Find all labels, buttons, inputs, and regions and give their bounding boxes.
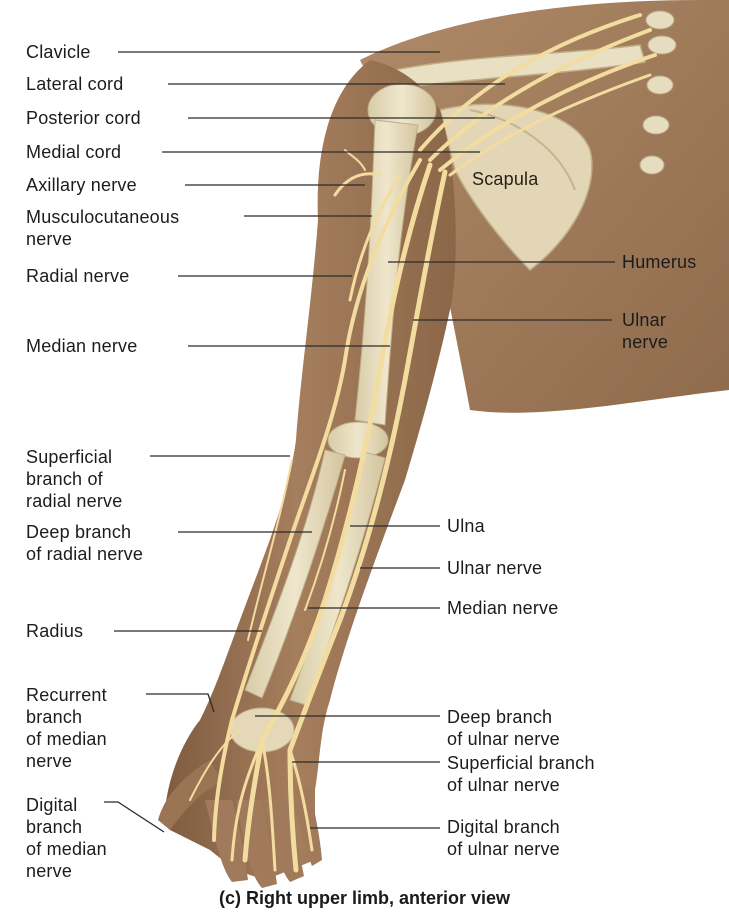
leader-digital-median xyxy=(104,801,165,833)
label-ulnar-nerve-lower: Ulnar nerve xyxy=(447,558,543,578)
label-ulna: Ulna xyxy=(447,516,485,536)
label-humerus: Humerus xyxy=(622,252,697,272)
label-deep-branch-radial: Deep branch of radial nerve xyxy=(26,522,144,564)
label-clavicle: Clavicle xyxy=(26,42,91,62)
label-posterior-cord: Posterior cord xyxy=(26,108,141,128)
forearm-bones xyxy=(229,449,386,753)
label-superficial-branch-ulnar: Superficial branch of ulnar nerve xyxy=(447,753,595,795)
nerves xyxy=(189,13,657,873)
arm-skin xyxy=(158,60,456,888)
label-superficial-branch-radial: Superficial branch of radial nerve xyxy=(26,447,123,511)
label-radial-nerve: Radial nerve xyxy=(26,266,130,286)
vertebrae xyxy=(639,10,677,175)
leader-lines xyxy=(104,51,615,833)
label-recurrent-branch-median: Recurrent branch of median nerve xyxy=(26,685,107,771)
label-lateral-cord: Lateral cord xyxy=(26,74,124,94)
leader-recurrent-median xyxy=(146,693,215,713)
label-median-nerve-upper: Median nerve xyxy=(26,336,138,356)
label-scapula: Scapula xyxy=(472,169,539,189)
label-axillary-nerve: Axillary nerve xyxy=(26,175,137,195)
figure-caption: (c) Right upper limb, anterior view xyxy=(218,888,511,908)
label-median-nerve-lower: Median nerve xyxy=(447,598,559,618)
label-deep-branch-ulnar: Deep branch of ulnar nerve xyxy=(447,707,560,749)
label-radius: Radius xyxy=(26,621,84,641)
label-digital-branch-median: Digital branch of median nerve xyxy=(26,795,107,881)
label-digital-branch-ulnar: Digital branch of ulnar nerve xyxy=(447,817,560,859)
label-musculocutaneous-nerve: Musculocutaneous nerve xyxy=(26,207,180,249)
label-medial-cord: Medial cord xyxy=(26,142,122,162)
label-ulnar-nerve-upper: Ulnar nerve xyxy=(622,310,669,352)
